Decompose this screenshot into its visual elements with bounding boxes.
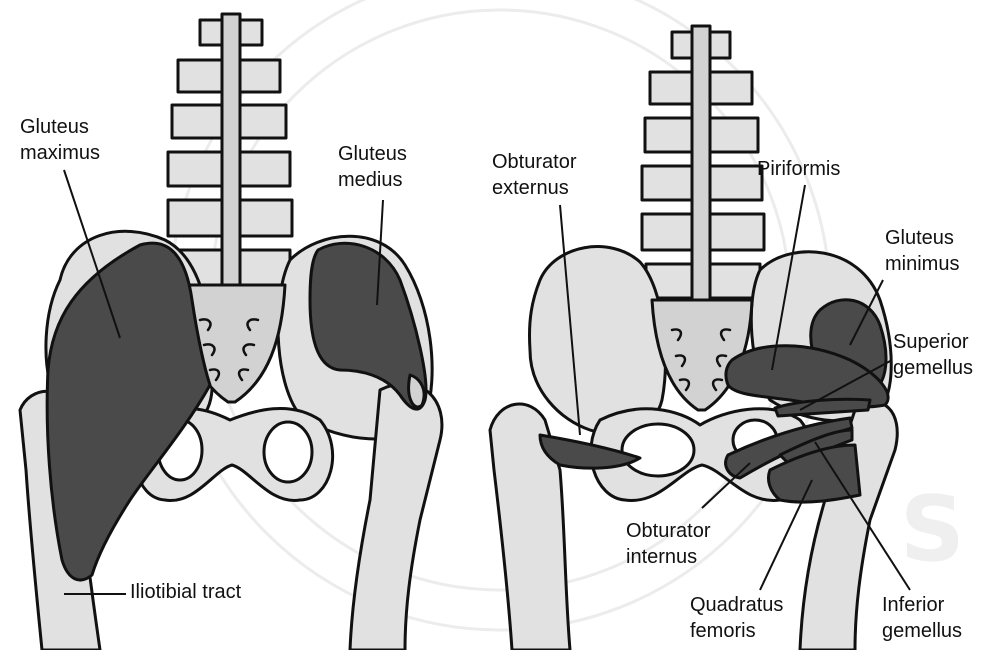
label-gluteus-minimus-line2: minimus (885, 251, 959, 277)
label-gluteus-maximus-line2: maximus (20, 140, 100, 166)
label-superior-gemellus: Superior gemellus (893, 329, 973, 381)
label-gluteus-medius-line1: Gluteus (338, 141, 407, 167)
label-superior-gemellus-line2: gemellus (893, 355, 973, 381)
label-iliotibial-tract: Iliotibial tract (130, 579, 241, 605)
label-quadratus-femoris-line2: femoris (690, 618, 783, 644)
label-obturator-externus-line2: externus (492, 175, 576, 201)
label-gluteus-maximus-line1: Gluteus (20, 114, 100, 140)
label-gluteus-maximus: Gluteus maximus (20, 114, 100, 166)
label-obturator-externus-line1: Obturator (492, 149, 576, 175)
left-ilium-r (529, 247, 665, 434)
label-quadratus-femoris-line1: Quadratus (690, 592, 783, 618)
label-quadratus-femoris: Quadratus femoris (690, 592, 783, 644)
label-gluteus-minimus: Gluteus minimus (885, 225, 959, 277)
label-inferior-gemellus-line1: Inferior (882, 592, 962, 618)
svg-text:S: S (900, 477, 965, 582)
label-piriformis: Piriformis (757, 156, 840, 182)
label-inferior-gemellus-line2: gemellus (882, 618, 962, 644)
left-figure (20, 14, 442, 650)
sacrum-right (652, 300, 752, 410)
label-inferior-gemellus: Inferior gemellus (882, 592, 962, 644)
label-gluteus-medius: Gluteus medius (338, 141, 407, 193)
label-gluteus-minimus-line1: Gluteus (885, 225, 959, 251)
label-obturator-internus-line1: Obturator (626, 518, 710, 544)
label-gluteus-medius-line2: medius (338, 167, 407, 193)
label-obturator-internus: Obturator internus (626, 518, 710, 570)
label-obturator-internus-line2: internus (626, 544, 710, 570)
lumbar-spine-right (642, 26, 764, 310)
label-obturator-externus: Obturator externus (492, 149, 576, 201)
label-superior-gemellus-line1: Superior (893, 329, 973, 355)
